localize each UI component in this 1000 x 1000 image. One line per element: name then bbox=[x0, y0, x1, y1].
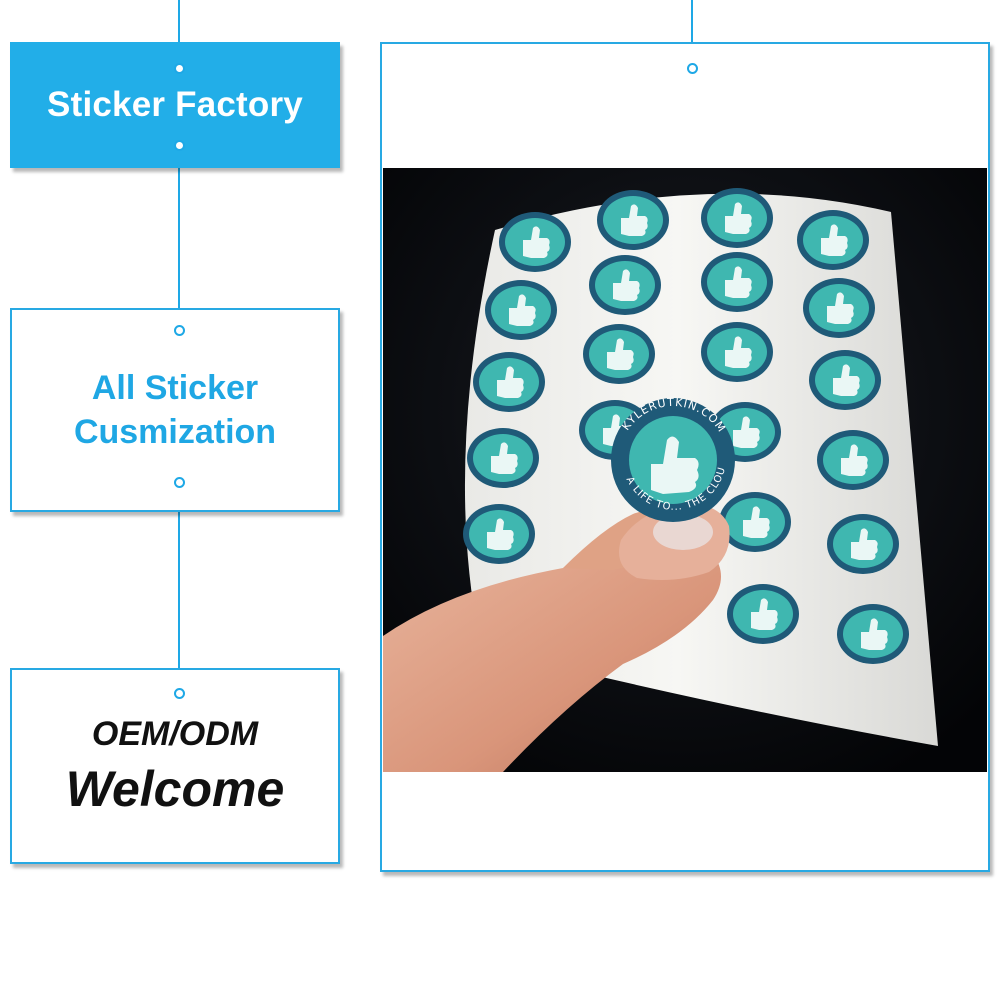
connector-node bbox=[174, 477, 185, 488]
connector-node bbox=[174, 325, 185, 336]
card-title: Sticker Factory bbox=[47, 85, 303, 124]
connector-node bbox=[174, 688, 185, 699]
connector-node bbox=[687, 63, 698, 74]
card-title-line1: All Sticker bbox=[91, 369, 259, 407]
sticker-sheet-illustration: KYLERUTKIN.COM A LIFE TO... THE CLOUD bbox=[383, 168, 987, 772]
connector-node bbox=[174, 140, 185, 151]
card-title-line2: Welcome bbox=[65, 761, 285, 817]
connector-node bbox=[174, 63, 185, 74]
oem-card: OEM/ODM Welcome bbox=[10, 668, 340, 864]
connector-line bbox=[178, 147, 180, 332]
product-photo: KYLERUTKIN.COM A LIFE TO... THE CLOUD bbox=[383, 168, 987, 772]
connector-line bbox=[178, 0, 180, 70]
connector-line bbox=[691, 0, 693, 69]
card-title-line1: OEM/ODM bbox=[91, 715, 259, 753]
card-title-line2: Cusmization bbox=[73, 413, 277, 451]
connector-line bbox=[178, 484, 180, 694]
